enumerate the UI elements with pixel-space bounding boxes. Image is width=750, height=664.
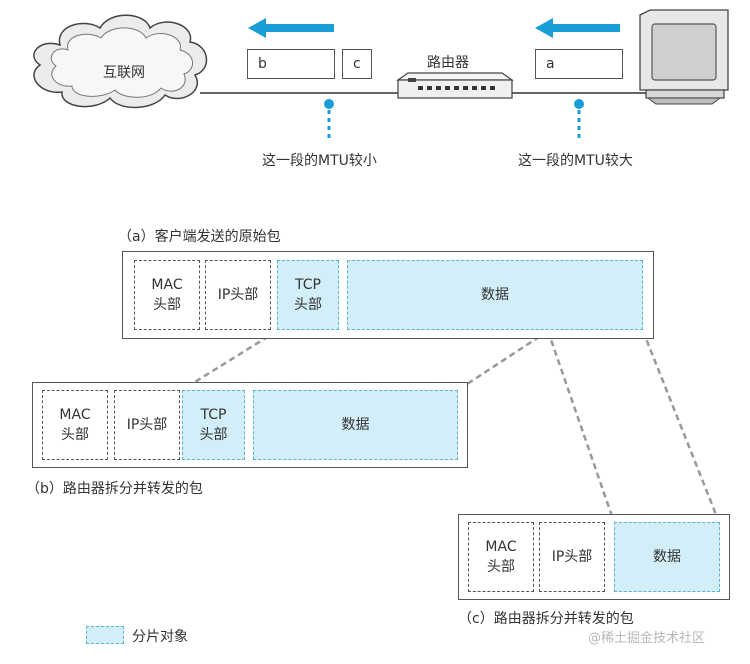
packet-a-box: a	[535, 49, 623, 79]
arrow-left-icon-2	[535, 18, 620, 38]
large-mtu-note: 这一段的MTU较大	[518, 153, 633, 169]
router-label: 路由器	[427, 55, 469, 71]
legend-swatch	[86, 626, 124, 644]
packet-b-mac-header: MAC 头部	[42, 390, 108, 460]
packet-b-data: 数据	[253, 390, 458, 460]
marker-large-mtu	[574, 99, 584, 142]
packet-a-label: a	[546, 56, 555, 72]
packet-c-caption: （c）路由器拆分并转发的包	[458, 611, 634, 627]
packet-a-ip-header: IP头部	[205, 260, 271, 330]
packet-c-label: c	[353, 56, 361, 72]
packet-a-data: 数据	[347, 260, 643, 330]
packet-a-tcp-header: TCP 头部	[277, 260, 339, 330]
router-icon	[396, 72, 514, 99]
packet-c-ip-header: IP头部	[539, 522, 605, 592]
arrow-left-icon-1	[248, 18, 334, 38]
packet-b-box: b	[247, 49, 335, 79]
packet-c-data: 数据	[614, 522, 720, 592]
packet-c-box: c	[342, 49, 372, 79]
small-mtu-note: 这一段的MTU较小	[262, 153, 377, 169]
packet-b-caption: （b）路由器拆分并转发的包	[26, 481, 203, 497]
packet-b-ip-header: IP头部	[114, 390, 180, 460]
fragment-connectors	[181, 329, 721, 523]
packet-a-caption: （a）客户端发送的原始包	[118, 229, 281, 245]
computer-icon	[639, 9, 729, 105]
marker-small-mtu	[324, 99, 334, 142]
cloud-icon	[33, 14, 208, 109]
legend-label: 分片对象	[132, 629, 188, 645]
packet-b-label: b	[258, 56, 267, 72]
internet-label: 互联网	[103, 65, 145, 81]
packet-a-mac-header: MAC 头部	[134, 260, 200, 330]
watermark: @稀土掘金技术社区	[588, 631, 706, 646]
packet-b-tcp-header: TCP 头部	[182, 390, 245, 460]
packet-c-mac-header: MAC 头部	[468, 522, 534, 592]
